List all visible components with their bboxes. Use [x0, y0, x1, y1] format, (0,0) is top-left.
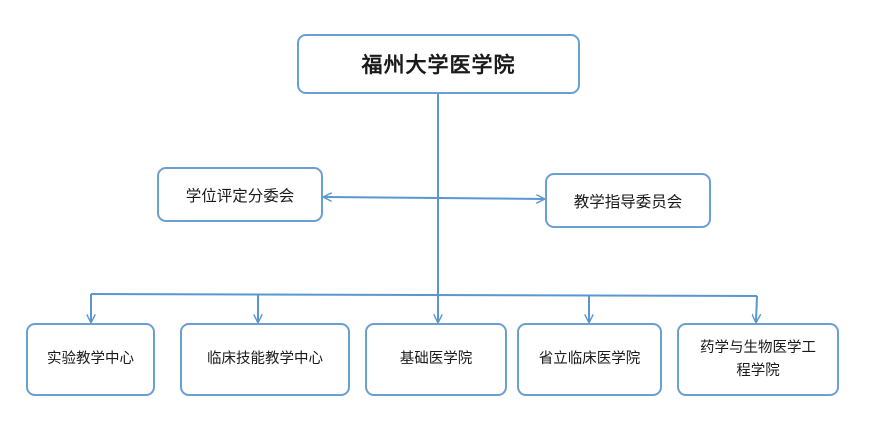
- node-teaching-committee-label: 教学指导委员会: [573, 192, 683, 211]
- node-degree-committee-label: 学位评定分委会: [185, 186, 295, 205]
- node-experimental-teaching-center: 实验教学中心: [26, 323, 155, 396]
- node-pharmacy-bme-school: 药学与生物医学工程学院: [677, 323, 839, 396]
- node-pharmacy-bme-school-label: 药学与生物医学工程学院: [700, 339, 816, 379]
- branch-bar: [90, 293, 758, 297]
- node-basic-medicine-school-label: 基础医学院: [399, 351, 473, 367]
- node-basic-medicine-school: 基础医学院: [365, 323, 507, 396]
- root-node-fzu-medical-school: 福州大学医学院: [297, 34, 580, 94]
- node-teaching-committee: 教学指导委员会: [545, 173, 711, 228]
- node-provincial-clinical-school-label: 省立临床医学院: [538, 351, 641, 367]
- node-clinical-skills-center-label: 临床技能教学中心: [207, 351, 323, 367]
- node-experimental-teaching-center-label: 实验教学中心: [47, 351, 134, 367]
- root-node-label: 福州大学医学院: [361, 53, 516, 77]
- node-clinical-skills-center: 临床技能教学中心: [180, 323, 350, 396]
- committee-link: [324, 197, 544, 199]
- branch-drop-pharm: [756, 295, 757, 322]
- node-degree-committee: 学位评定分委会: [157, 167, 323, 222]
- node-provincial-clinical-school: 省立临床医学院: [517, 323, 662, 396]
